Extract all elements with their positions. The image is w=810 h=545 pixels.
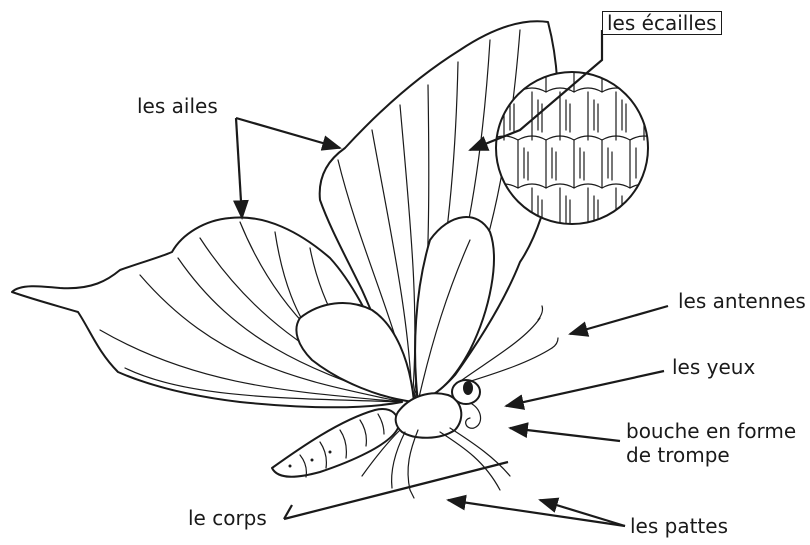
label-body: le corps [188, 507, 267, 529]
fore-wing [296, 21, 558, 404]
label-antennae: les antennes [678, 290, 806, 312]
label-mouth-line1: bouche en forme [626, 420, 796, 442]
label-scales: les écailles [602, 11, 722, 35]
label-eyes: les yeux [672, 356, 755, 378]
label-legs: les pattes [630, 515, 728, 537]
label-mouth-line2: de trompe [626, 444, 730, 466]
label-wings: les ailes [137, 95, 218, 117]
